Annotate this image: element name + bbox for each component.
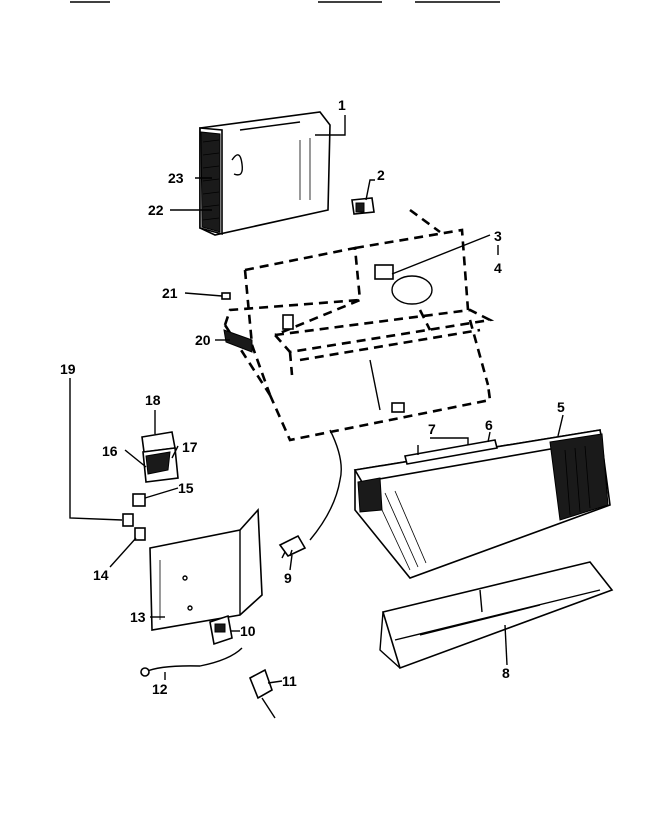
callout-1: 1	[338, 97, 346, 113]
callout-12: 12	[152, 681, 168, 697]
callout-18: 18	[145, 392, 161, 408]
callout-22: 22	[148, 202, 164, 218]
callout-17: 17	[182, 439, 198, 455]
callout-15: 15	[178, 480, 194, 496]
callout-6: 6	[485, 417, 493, 433]
part-switch-11	[248, 668, 276, 719]
part-base-pan	[379, 561, 614, 670]
part-knob-10	[209, 614, 233, 646]
part-small-block-2	[351, 197, 375, 215]
callout-19: 19	[60, 361, 76, 377]
callout-23: 23	[168, 170, 184, 186]
leader-lines	[69, 115, 564, 684]
part-side-panel	[149, 508, 263, 631]
callout-16: 16	[102, 443, 118, 459]
part-coil-assembly	[199, 111, 331, 236]
callout-9: 9	[284, 570, 292, 586]
callout-11: 11	[282, 673, 297, 689]
part-bracket-stack	[122, 431, 179, 541]
callout-2: 2	[377, 167, 385, 183]
callout-21: 21	[162, 285, 178, 301]
callout-7: 7	[428, 421, 436, 437]
callout-20: 20	[195, 332, 211, 348]
callout-5: 5	[557, 399, 565, 415]
part-power-cord	[278, 429, 342, 559]
callout-3: 3	[494, 228, 502, 244]
callout-13: 13	[130, 609, 146, 625]
part-main-cabinet	[221, 208, 495, 442]
part-wire-12	[140, 647, 243, 677]
callout-labels: 1 2 3 4 5 6 7 8 9 10 11 12 13 14 15 16 1…	[60, 97, 565, 697]
part-front-grille	[353, 429, 611, 579]
callout-4: 4	[494, 260, 502, 276]
callout-10: 10	[240, 623, 256, 639]
callout-8: 8	[502, 665, 510, 681]
callout-14: 14	[93, 567, 109, 583]
